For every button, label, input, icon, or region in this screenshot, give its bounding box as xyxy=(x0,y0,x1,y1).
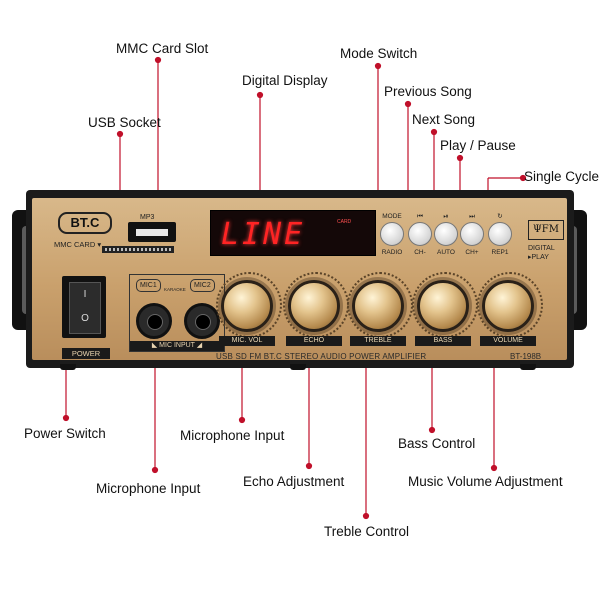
mic-input-label: ◣ MIC INPUT ◢ xyxy=(130,341,224,351)
callout-usb-socket: USB Socket xyxy=(88,115,161,130)
mic2-jack[interactable] xyxy=(184,303,220,339)
callout-mode-switch: Mode Switch xyxy=(340,46,418,61)
power-rocker[interactable]: I O xyxy=(69,282,101,334)
mic-vol-label: MIC. VOL xyxy=(219,336,275,346)
mode-button-group: MODE RADIO xyxy=(380,212,404,256)
karaoke-label: KARAOKE xyxy=(164,287,186,292)
repeat-button-group: ↻ REP1 xyxy=(488,212,512,256)
mode-label: MODE xyxy=(382,213,402,220)
next-song-button[interactable] xyxy=(460,222,484,246)
echo-label: ECHO xyxy=(286,336,342,346)
mp3-label: MP3 xyxy=(140,214,155,221)
volume-knob[interactable] xyxy=(482,280,534,332)
digital-play-label: DIGITAL ▸PLAY xyxy=(528,245,555,261)
foot-left xyxy=(60,364,76,370)
power-label: POWER xyxy=(62,348,110,359)
previous-button-group: ⏮ CH- xyxy=(408,212,432,256)
power-off-mark: O xyxy=(81,313,89,324)
display-text: LINE xyxy=(221,217,306,252)
foot-center xyxy=(290,364,306,370)
fm-logo: ΨFM xyxy=(528,220,564,240)
model-description: USB SD FM BT.C STEREO AUDIO POWER AMPLIF… xyxy=(216,352,427,361)
callout-single-cycle: Single Cycle xyxy=(524,169,600,184)
callout-bass-control: Bass Control xyxy=(398,436,476,451)
bass-label: BASS xyxy=(415,336,471,346)
power-on-mark: I xyxy=(83,289,87,300)
digital-display: LINE CARD xyxy=(210,210,376,256)
usb-socket[interactable] xyxy=(128,222,176,242)
callout-power-switch: Power Switch xyxy=(24,426,106,441)
mic-vol-knob[interactable] xyxy=(221,280,273,332)
previous-song-button[interactable] xyxy=(408,222,432,246)
single-cycle-button[interactable] xyxy=(488,222,512,246)
ch-minus-label: CH- xyxy=(414,249,426,256)
radio-label: RADIO xyxy=(381,249,403,256)
amplifier: BT.C MMC CARD ▾ MP3 I O POWER MIC1 KARAO… xyxy=(12,190,587,370)
next-icon: ⏭ xyxy=(469,213,475,220)
echo-knob[interactable] xyxy=(288,280,340,332)
mic-input-panel: MIC1 KARAOKE MIC2 ◣ MIC INPUT ◢ xyxy=(129,274,225,352)
brand-logo: BT.C xyxy=(58,212,112,234)
power-switch[interactable]: I O xyxy=(62,276,106,338)
model-id: BT-198B xyxy=(510,352,542,361)
bass-knob[interactable] xyxy=(417,280,469,332)
repeat-icon: ↻ xyxy=(497,213,503,220)
volume-label: VOLUME xyxy=(480,336,536,346)
faceplate: BT.C MMC CARD ▾ MP3 I O POWER MIC1 KARAO… xyxy=(32,198,567,361)
callout-microphone-input-vol: Microphone Input xyxy=(180,428,285,443)
rep1-label: REP1 xyxy=(491,249,509,256)
mic1-jack[interactable] xyxy=(136,303,172,339)
play-pause-button-group: ⏯ AUTO xyxy=(434,212,458,256)
ch-plus-label: CH+ xyxy=(465,249,479,256)
treble-label: TREBLE xyxy=(350,336,406,346)
callout-mmc-card-slot: MMC Card Slot xyxy=(116,41,209,56)
mode-button[interactable] xyxy=(380,222,404,246)
display-card-indicator: CARD xyxy=(337,219,352,225)
treble-knob[interactable] xyxy=(352,280,404,332)
mic1-label: MIC1 xyxy=(136,279,161,292)
play-pause-icon: ⏯ xyxy=(443,213,449,220)
callout-digital-display: Digital Display xyxy=(242,73,328,88)
mic2-label: MIC2 xyxy=(190,279,215,292)
callout-echo-adjustment: Echo Adjustment xyxy=(243,474,345,489)
auto-label: AUTO xyxy=(437,249,455,256)
callout-treble-control: Treble Control xyxy=(324,524,410,539)
next-button-group: ⏭ CH+ xyxy=(460,212,484,256)
callout-music-volume-adjustment: Music Volume Adjustment xyxy=(408,474,563,489)
foot-right xyxy=(520,364,536,370)
mmc-card-label: MMC CARD ▾ xyxy=(54,240,102,249)
mmc-card-slot[interactable] xyxy=(102,246,174,253)
callout-next-song: Next Song xyxy=(412,112,476,127)
play-pause-button[interactable] xyxy=(434,222,458,246)
callout-play-pause: Play / Pause xyxy=(440,138,516,153)
previous-icon: ⏮ xyxy=(417,213,423,220)
callout-previous-song: Previous Song xyxy=(384,84,472,99)
callout-microphone-input-jack: Microphone Input xyxy=(96,481,201,496)
